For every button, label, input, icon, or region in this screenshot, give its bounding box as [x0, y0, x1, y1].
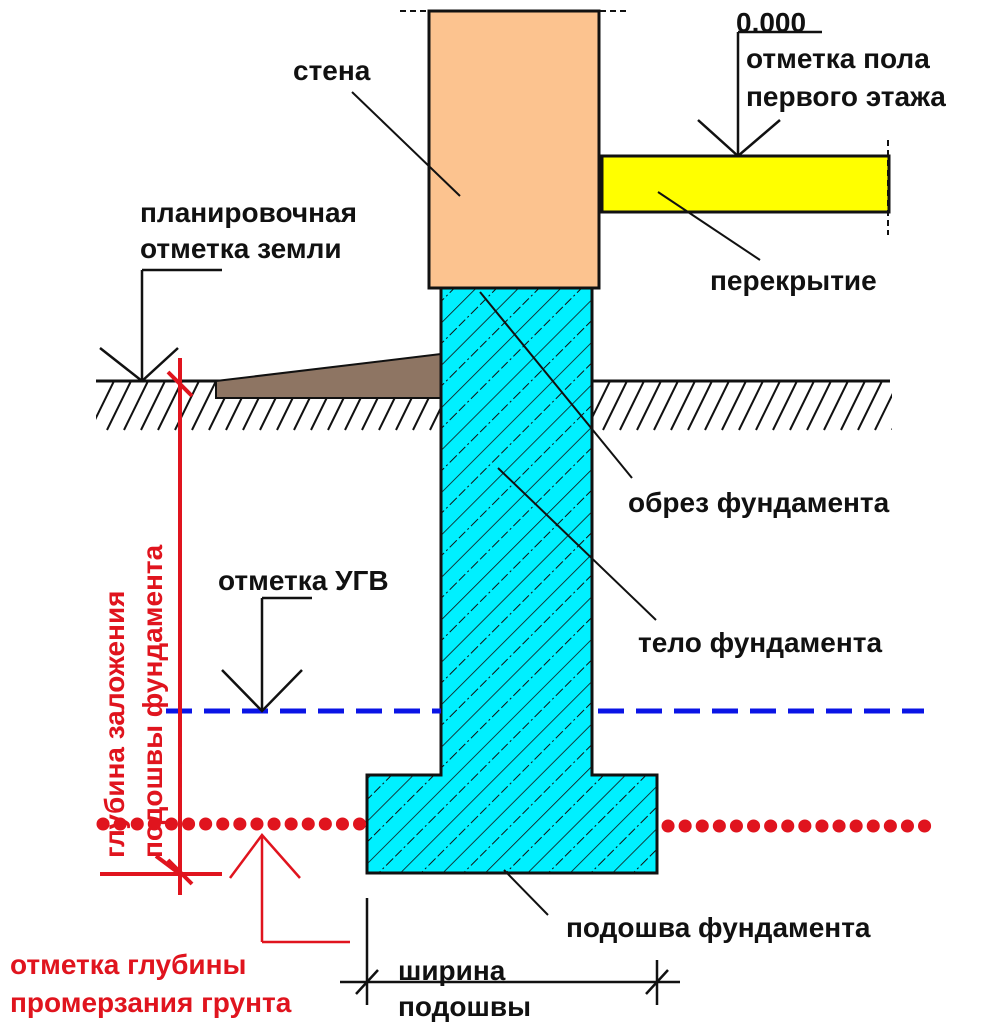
depth-label-2: подошвы фундамента [137, 544, 168, 858]
soil-hatch-right [592, 381, 892, 431]
soil-hatch-stroke [721, 381, 747, 431]
ground-mark-label-2: отметка земли [140, 233, 342, 264]
soil-hatch-stroke [140, 381, 166, 431]
foundation-body-label: тело фундамента [638, 627, 882, 658]
width-dimension [340, 898, 680, 1005]
soil-hatch-stroke [891, 427, 892, 430]
depth-dimension [100, 358, 222, 895]
soil-hatch-stroke [874, 393, 892, 431]
foundation-hatch [367, 288, 657, 873]
floor-mark-label-2: первого этажа [746, 81, 946, 112]
depth-label-1: глубина заложения [99, 590, 130, 858]
floor-mark-label-1: отметка пола [746, 43, 930, 74]
soil-hatch-stroke [429, 405, 441, 431]
soil-hatch-stroke [636, 381, 662, 431]
soil-hatch-stroke [653, 381, 679, 431]
frost-label-2: промерзания грунта [10, 987, 292, 1018]
width-label-2: подошвы [398, 991, 531, 1022]
soil-hatch-stroke [789, 381, 815, 431]
soil-hatch-stroke [806, 381, 832, 431]
floor-slab [600, 154, 891, 214]
leader-lines [351, 91, 761, 916]
blind-area [215, 352, 442, 399]
wall-label: стена [293, 55, 371, 86]
foundation-sole-label: подошва фундамента [566, 912, 871, 943]
soil-hatch-stroke [857, 381, 883, 431]
soil-hatch-stroke [96, 381, 115, 421]
soil-hatch-stroke [670, 381, 696, 431]
slab-label: перекрытие [710, 265, 877, 296]
soil-hatch-stroke [704, 381, 730, 431]
soil-hatch-stroke [619, 381, 645, 431]
floor-mark-leader [697, 30, 822, 158]
soil-hatch-stroke [755, 381, 781, 431]
groundwater-label: отметка УГВ [218, 565, 389, 596]
width-label-1: ширина [398, 955, 506, 986]
soil-hatch-stroke [823, 381, 849, 431]
depth-label-group: глубина заложения подошвы фундамента [99, 544, 168, 858]
elevation-value-label: 0.000 [736, 7, 806, 38]
foundation-top-label: обрез фундамента [628, 487, 890, 518]
soil-hatch-stroke [840, 381, 866, 431]
frost-label-1: отметка глубины [10, 949, 246, 980]
ground-mark-leader [99, 268, 222, 383]
soil-hatch-stroke [123, 381, 149, 431]
soil-hatch-stroke [191, 381, 217, 431]
soil-hatch-stroke [738, 381, 764, 431]
groundwater-mark-leader [221, 596, 312, 713]
ground-mark-label-1: планировочная [140, 197, 357, 228]
soil-hatch-stroke [592, 381, 611, 421]
soil-hatch-stroke [687, 381, 713, 431]
soil-hatch-stroke [106, 381, 132, 431]
wall [427, 9, 601, 290]
soil-hatch-stroke [602, 381, 628, 431]
frost-leader [228, 833, 350, 944]
soil-hatch-stroke [772, 381, 798, 431]
